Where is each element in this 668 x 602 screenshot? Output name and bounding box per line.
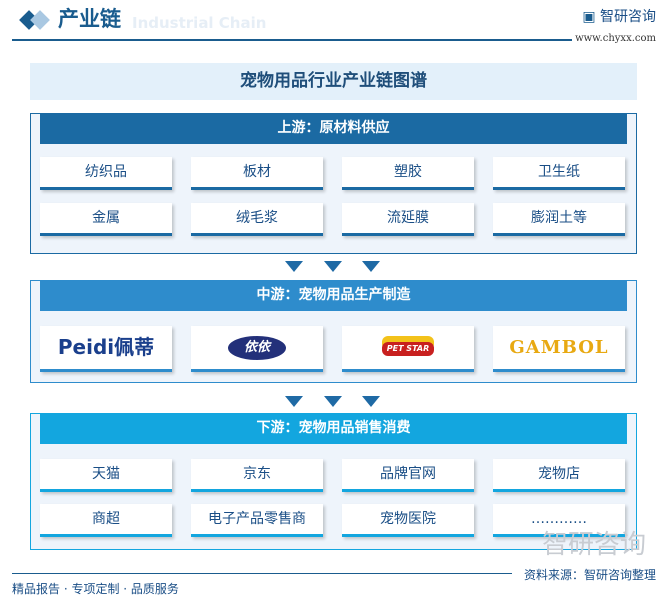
upstream-item: 板材 xyxy=(191,157,323,190)
brand-url: www.chyxx.com xyxy=(575,33,656,44)
footer-divider xyxy=(12,573,512,574)
upstream-item: 塑胶 xyxy=(342,157,474,190)
midstream-header: 中游：宠物用品生产制造 xyxy=(40,280,627,311)
arrow-down-icon xyxy=(285,261,303,272)
logo-gambol: GAMBOL xyxy=(493,326,625,372)
upstream-item: 膨润土等 xyxy=(493,203,625,236)
downstream-item: ………… xyxy=(493,504,625,537)
source-note: 资料来源：智研咨询整理 xyxy=(523,568,656,582)
downstream-item: 商超 xyxy=(40,504,172,537)
upstream-item: 金属 xyxy=(40,203,172,236)
title-diamond-icon-2 xyxy=(30,10,50,30)
downstream-item: 宠物店 xyxy=(493,459,625,492)
logo-peidi: Peidi佩蒂 xyxy=(40,326,172,372)
upstream-item: 纺织品 xyxy=(40,157,172,190)
downstream-item: 天猫 xyxy=(40,459,172,492)
arrow-down-icon xyxy=(285,396,303,407)
downstream-item: 电子产品零售商 xyxy=(191,504,323,537)
logo-petstar: PET STAR xyxy=(342,326,474,372)
page-title: 产业链 xyxy=(58,7,121,31)
downstream-item: 宠物医院 xyxy=(342,504,474,537)
arrow-down-icon xyxy=(362,396,380,407)
watermark-logo: 智研咨询 xyxy=(541,530,646,560)
brand-logo: ▣ 智研咨询 xyxy=(582,9,656,25)
logo-yiyi: 依依 xyxy=(191,326,323,372)
title-watermark: Industrial Chain xyxy=(132,14,267,32)
arrow-down-icon xyxy=(324,261,342,272)
header-divider xyxy=(12,39,572,41)
upstream-item: 绒毛浆 xyxy=(191,203,323,236)
brand-icon: ▣ xyxy=(582,9,600,25)
chart-banner: 宠物用品行业产业链图谱 xyxy=(30,63,637,100)
footer-slogan: 精品报告 · 专项定制 · 品质服务 xyxy=(12,582,179,596)
upstream-item: 流延膜 xyxy=(342,203,474,236)
downstream-item: 品牌官网 xyxy=(342,459,474,492)
arrow-down-icon xyxy=(324,396,342,407)
downstream-header: 下游：宠物用品销售消费 xyxy=(40,413,627,444)
upstream-header: 上游：原材料供应 xyxy=(40,113,627,144)
downstream-item: 京东 xyxy=(191,459,323,492)
arrow-down-icon xyxy=(362,261,380,272)
upstream-item: 卫生纸 xyxy=(493,157,625,190)
